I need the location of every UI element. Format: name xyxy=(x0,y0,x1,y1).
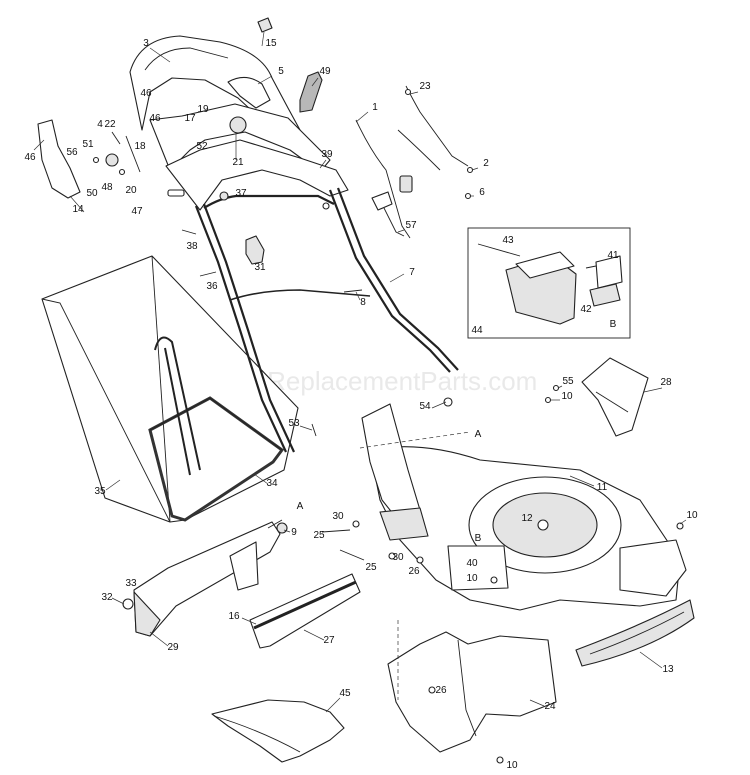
callout-c50: 50 xyxy=(86,188,98,199)
callout-c44: 44 xyxy=(471,325,483,336)
lever-49-part xyxy=(299,71,323,113)
callout-c10b: 10 xyxy=(686,510,698,521)
callout-c43: 43 xyxy=(502,235,514,246)
callout-c8: 8 xyxy=(360,297,366,308)
callout-c20: 20 xyxy=(125,185,137,196)
callout-c30b: 30 xyxy=(392,552,404,563)
callout-c32: 32 xyxy=(101,592,113,603)
rear-door-part xyxy=(133,519,283,637)
ref-letter-rA1: A xyxy=(475,429,482,440)
callout-c39: 39 xyxy=(321,149,333,160)
callout-c31: 31 xyxy=(254,262,266,273)
callout-c46c: 46 xyxy=(24,152,36,163)
callout-c19: 19 xyxy=(197,104,209,115)
upper-handle-part xyxy=(129,35,349,211)
callout-c15: 15 xyxy=(265,38,277,49)
wheel-bracket-part xyxy=(361,403,429,541)
callout-c16: 16 xyxy=(228,611,240,622)
callout-c10d: 10 xyxy=(506,760,518,771)
callout-c5: 5 xyxy=(278,66,284,77)
callout-c13: 13 xyxy=(662,664,674,675)
callout-c4: 4 xyxy=(97,119,103,130)
callout-c1: 1 xyxy=(372,102,378,113)
callout-c48: 48 xyxy=(101,182,113,193)
callout-c26b: 26 xyxy=(435,685,447,696)
leader-lines xyxy=(33,31,687,713)
deflector-28-part xyxy=(581,357,649,437)
callout-c42: 42 xyxy=(580,304,592,315)
callout-c21: 21 xyxy=(232,157,244,168)
callout-c10c: 10 xyxy=(466,573,478,584)
callout-c34: 34 xyxy=(266,478,278,489)
discharge-chute-45-part xyxy=(211,699,345,763)
callout-c46a: 46 xyxy=(140,88,152,99)
callout-c7: 7 xyxy=(409,267,415,278)
bracket-14-part xyxy=(37,119,81,199)
callout-c33: 33 xyxy=(125,578,137,589)
callout-c55: 55 xyxy=(562,376,574,387)
callout-c12: 12 xyxy=(521,513,533,524)
callout-c41: 41 xyxy=(607,250,619,261)
callout-c25b: 25 xyxy=(365,562,377,573)
callout-c26a: 26 xyxy=(408,566,420,577)
callout-c10a: 10 xyxy=(561,391,573,402)
cap-15-part xyxy=(257,17,273,33)
callout-c36: 36 xyxy=(206,281,218,292)
callout-c45: 45 xyxy=(339,688,351,699)
callout-c17: 17 xyxy=(184,113,196,124)
callout-c18: 18 xyxy=(134,141,146,152)
skirt-13-part xyxy=(575,599,695,667)
mulch-kit-inset xyxy=(467,227,631,339)
callout-c28: 28 xyxy=(660,377,672,388)
lower-handle-part xyxy=(194,187,459,453)
upper-hardware-part xyxy=(92,131,363,293)
watermark-text: eReplacementParts.com xyxy=(253,366,538,396)
callout-c27: 27 xyxy=(323,635,335,646)
bag-frame-part xyxy=(148,336,285,522)
callout-c30a: 30 xyxy=(332,511,344,522)
flap-27-part xyxy=(249,573,361,649)
callout-c14: 14 xyxy=(72,204,84,215)
callout-c6: 6 xyxy=(479,187,485,198)
reference-letters: A A B B xyxy=(297,319,617,544)
callout-c57: 57 xyxy=(405,220,417,231)
callout-c51: 51 xyxy=(82,139,94,150)
callout-c54: 54 xyxy=(419,401,431,412)
callout-c25a: 25 xyxy=(313,530,325,541)
callout-c22: 22 xyxy=(104,119,116,130)
callout-c29: 29 xyxy=(167,642,179,653)
callout-c23: 23 xyxy=(419,81,431,92)
callout-c9: 9 xyxy=(291,527,297,538)
callout-c40: 40 xyxy=(466,558,478,569)
mower-deck-part xyxy=(369,446,687,611)
callout-c38: 38 xyxy=(186,241,198,252)
knob-57-part xyxy=(371,191,405,237)
callout-c37: 37 xyxy=(235,188,247,199)
callout-c35: 35 xyxy=(94,486,106,497)
callout-c3: 3 xyxy=(143,38,149,49)
callout-c46b: 46 xyxy=(149,113,161,124)
grass-bag-part xyxy=(41,255,299,523)
ref-letter-rB2: B xyxy=(610,319,617,330)
callout-labels: 1234567891010101011121314151617181920212… xyxy=(24,38,698,771)
control-cable-part xyxy=(355,85,474,239)
callout-c11: 11 xyxy=(597,482,608,493)
baffle-24-part xyxy=(387,631,557,753)
ref-letter-rB1: B xyxy=(475,533,482,544)
callout-c2: 2 xyxy=(483,158,489,169)
callout-c49: 49 xyxy=(319,66,331,77)
callout-c56: 56 xyxy=(66,147,78,158)
callout-c53: 53 xyxy=(288,418,300,429)
callout-c24: 24 xyxy=(544,701,556,712)
callout-c47: 47 xyxy=(131,206,143,217)
ref-letter-rA2: A xyxy=(297,501,304,512)
callout-c52: 52 xyxy=(196,141,208,152)
